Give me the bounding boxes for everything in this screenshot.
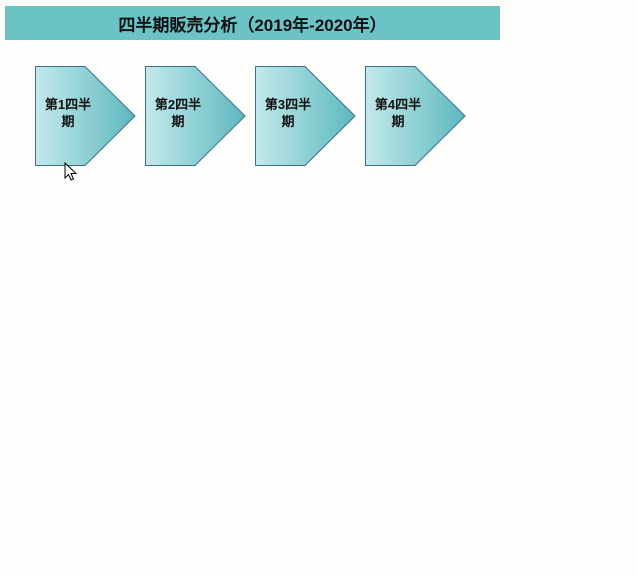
quarter-2-label-2: 期	[171, 114, 185, 129]
quarter-4-shape[interactable]: 第4四半期	[365, 66, 467, 168]
quarter-1-label: 第1四半	[44, 97, 92, 112]
quarter-3-label: 第3四半	[264, 97, 312, 112]
quarter-1-shape[interactable]: 第1四半期	[35, 66, 137, 168]
mouse-cursor-icon	[64, 162, 78, 181]
title-bar: 四半期販売分析（2019年-2020年）	[5, 6, 500, 40]
page-title: 四半期販売分析（2019年-2020年）	[118, 15, 387, 35]
quarter-3-shape[interactable]: 第3四半期	[255, 66, 357, 168]
quarter-2-shape[interactable]: 第2四半期	[145, 66, 247, 168]
quarter-3-label-2: 期	[281, 114, 295, 129]
quarter-1-label-2: 期	[61, 114, 75, 129]
quarter-4-label-2: 期	[391, 114, 405, 129]
quarter-4-label: 第4四半	[374, 97, 422, 112]
quarter-2-label: 第2四半	[154, 97, 202, 112]
